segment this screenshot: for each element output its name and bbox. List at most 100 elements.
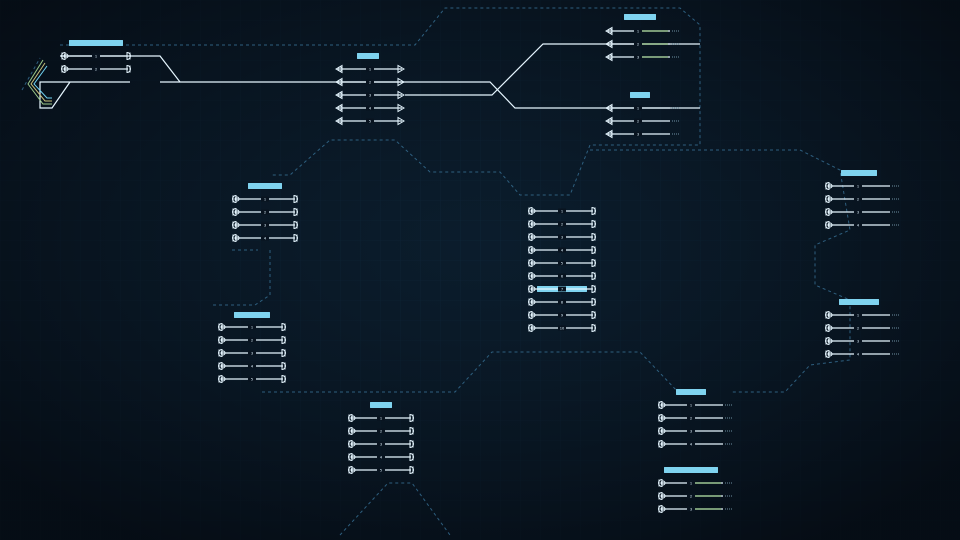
- station-label-top-left: [69, 40, 123, 46]
- track-row[interactable]: 7: [528, 284, 596, 294]
- track-number-bg: [377, 454, 385, 460]
- track-row[interactable]: 1: [218, 322, 286, 332]
- track-number: 2: [251, 338, 253, 342]
- track-row[interactable]: 4: [335, 103, 405, 113]
- track-number: 1: [857, 313, 859, 317]
- track-row[interactable]: 4: [348, 452, 414, 462]
- track-row[interactable]: 1: [825, 181, 901, 191]
- track-row[interactable]: 3: [605, 129, 680, 139]
- track-number-bg: [558, 260, 566, 266]
- track-node: [350, 415, 356, 421]
- track-row[interactable]: 5: [348, 465, 414, 475]
- track-node: [234, 235, 240, 241]
- track-row[interactable]: 1: [335, 64, 405, 74]
- track-number: 1: [264, 197, 266, 201]
- track-number: 8: [561, 300, 564, 304]
- track-row[interactable]: 2: [605, 39, 680, 49]
- track-node: [827, 196, 833, 202]
- station-bottom-center: 1 2 3 4 5: [348, 402, 414, 475]
- track-row[interactable]: 2: [232, 207, 298, 217]
- track-row[interactable]: 3: [825, 207, 901, 217]
- track-number-bg: [634, 28, 642, 34]
- track-row[interactable]: 3: [825, 336, 901, 346]
- track-row[interactable]: 1: [348, 413, 414, 423]
- track-node: [530, 286, 536, 292]
- station-label-left-upper: [248, 183, 282, 189]
- track-row[interactable]: 1: [658, 478, 733, 488]
- track-row[interactable]: 8: [528, 297, 596, 307]
- track-row[interactable]: 1: [605, 103, 680, 113]
- track-number: 2: [637, 119, 639, 123]
- track-row[interactable]: 4: [218, 361, 286, 371]
- track-node: [220, 350, 226, 356]
- track-row[interactable]: 2: [825, 323, 901, 333]
- arrow-head-icon: [335, 77, 343, 87]
- track-row[interactable]: 2: [218, 335, 286, 345]
- track-row[interactable]: 2: [61, 64, 131, 74]
- track-row[interactable]: 2: [605, 116, 680, 126]
- track-row[interactable]: 3: [658, 426, 733, 436]
- track-row[interactable]: 4: [658, 439, 733, 449]
- track-row[interactable]: 2: [658, 491, 733, 501]
- track-row[interactable]: 1: [658, 400, 733, 410]
- track-number-bg: [366, 66, 374, 72]
- track-number: 3: [637, 132, 639, 136]
- track-row[interactable]: 3: [218, 348, 286, 358]
- track-row[interactable]: 6: [528, 271, 596, 281]
- track-row[interactable]: 3: [528, 232, 596, 242]
- track-row[interactable]: 4: [825, 349, 901, 359]
- track-number: 2: [95, 67, 97, 71]
- track-row[interactable]: 3: [605, 52, 680, 62]
- track-row[interactable]: 3: [658, 504, 733, 514]
- track-number: 1: [637, 29, 639, 33]
- track-number: 2: [561, 222, 563, 226]
- track-row[interactable]: 4: [232, 233, 298, 243]
- track-row[interactable]: 2: [528, 219, 596, 229]
- station-label-chip: [664, 467, 718, 473]
- track-number-bg: [248, 337, 256, 343]
- track-number-bg: [634, 54, 642, 60]
- track-row[interactable]: 4: [528, 245, 596, 255]
- track-number-bg: [558, 234, 566, 240]
- track-number-bg: [634, 105, 642, 111]
- track-row[interactable]: 2: [348, 426, 414, 436]
- track-node: [660, 506, 666, 512]
- track-row[interactable]: 1: [605, 26, 680, 36]
- track-row[interactable]: 1: [61, 51, 131, 61]
- track-row[interactable]: 2: [335, 77, 405, 87]
- station-label-bottom-center: [370, 402, 392, 408]
- track-number-bg: [854, 325, 862, 331]
- track-row[interactable]: 3: [348, 439, 414, 449]
- track-node: [220, 363, 226, 369]
- track-node: [234, 222, 240, 228]
- track-row[interactable]: 5: [335, 116, 405, 126]
- track-number-bg: [687, 506, 695, 512]
- track-row[interactable]: 4: [825, 220, 901, 230]
- track-node: [63, 53, 69, 59]
- track-node: [827, 183, 833, 189]
- track-row[interactable]: 3: [335, 90, 405, 100]
- zone-border-south: [262, 351, 679, 393]
- track-row[interactable]: 9: [528, 310, 596, 320]
- track-number-bg: [854, 312, 862, 318]
- track-node: [660, 480, 666, 486]
- track-node: [350, 428, 356, 434]
- track-number-bg: [366, 118, 374, 124]
- track-row[interactable]: 2: [825, 194, 901, 204]
- station-bottom-right-upper: 1 2 3 4: [658, 389, 733, 449]
- track-number: 6: [561, 274, 564, 278]
- track-row[interactable]: 2: [658, 413, 733, 423]
- track-number-bg: [248, 376, 256, 382]
- track-row[interactable]: 1: [528, 206, 596, 216]
- track-row[interactable]: 1: [232, 194, 298, 204]
- track-row[interactable]: 5: [528, 258, 596, 268]
- track-row[interactable]: 1: [825, 310, 901, 320]
- track-number-bg: [261, 222, 269, 228]
- track-row[interactable]: 10: [528, 323, 596, 333]
- track-number: 2: [690, 494, 692, 498]
- track-number-bg: [261, 209, 269, 215]
- arrow-head-icon: [605, 52, 613, 62]
- track-row[interactable]: 5: [218, 374, 286, 384]
- track-row[interactable]: 3: [232, 220, 298, 230]
